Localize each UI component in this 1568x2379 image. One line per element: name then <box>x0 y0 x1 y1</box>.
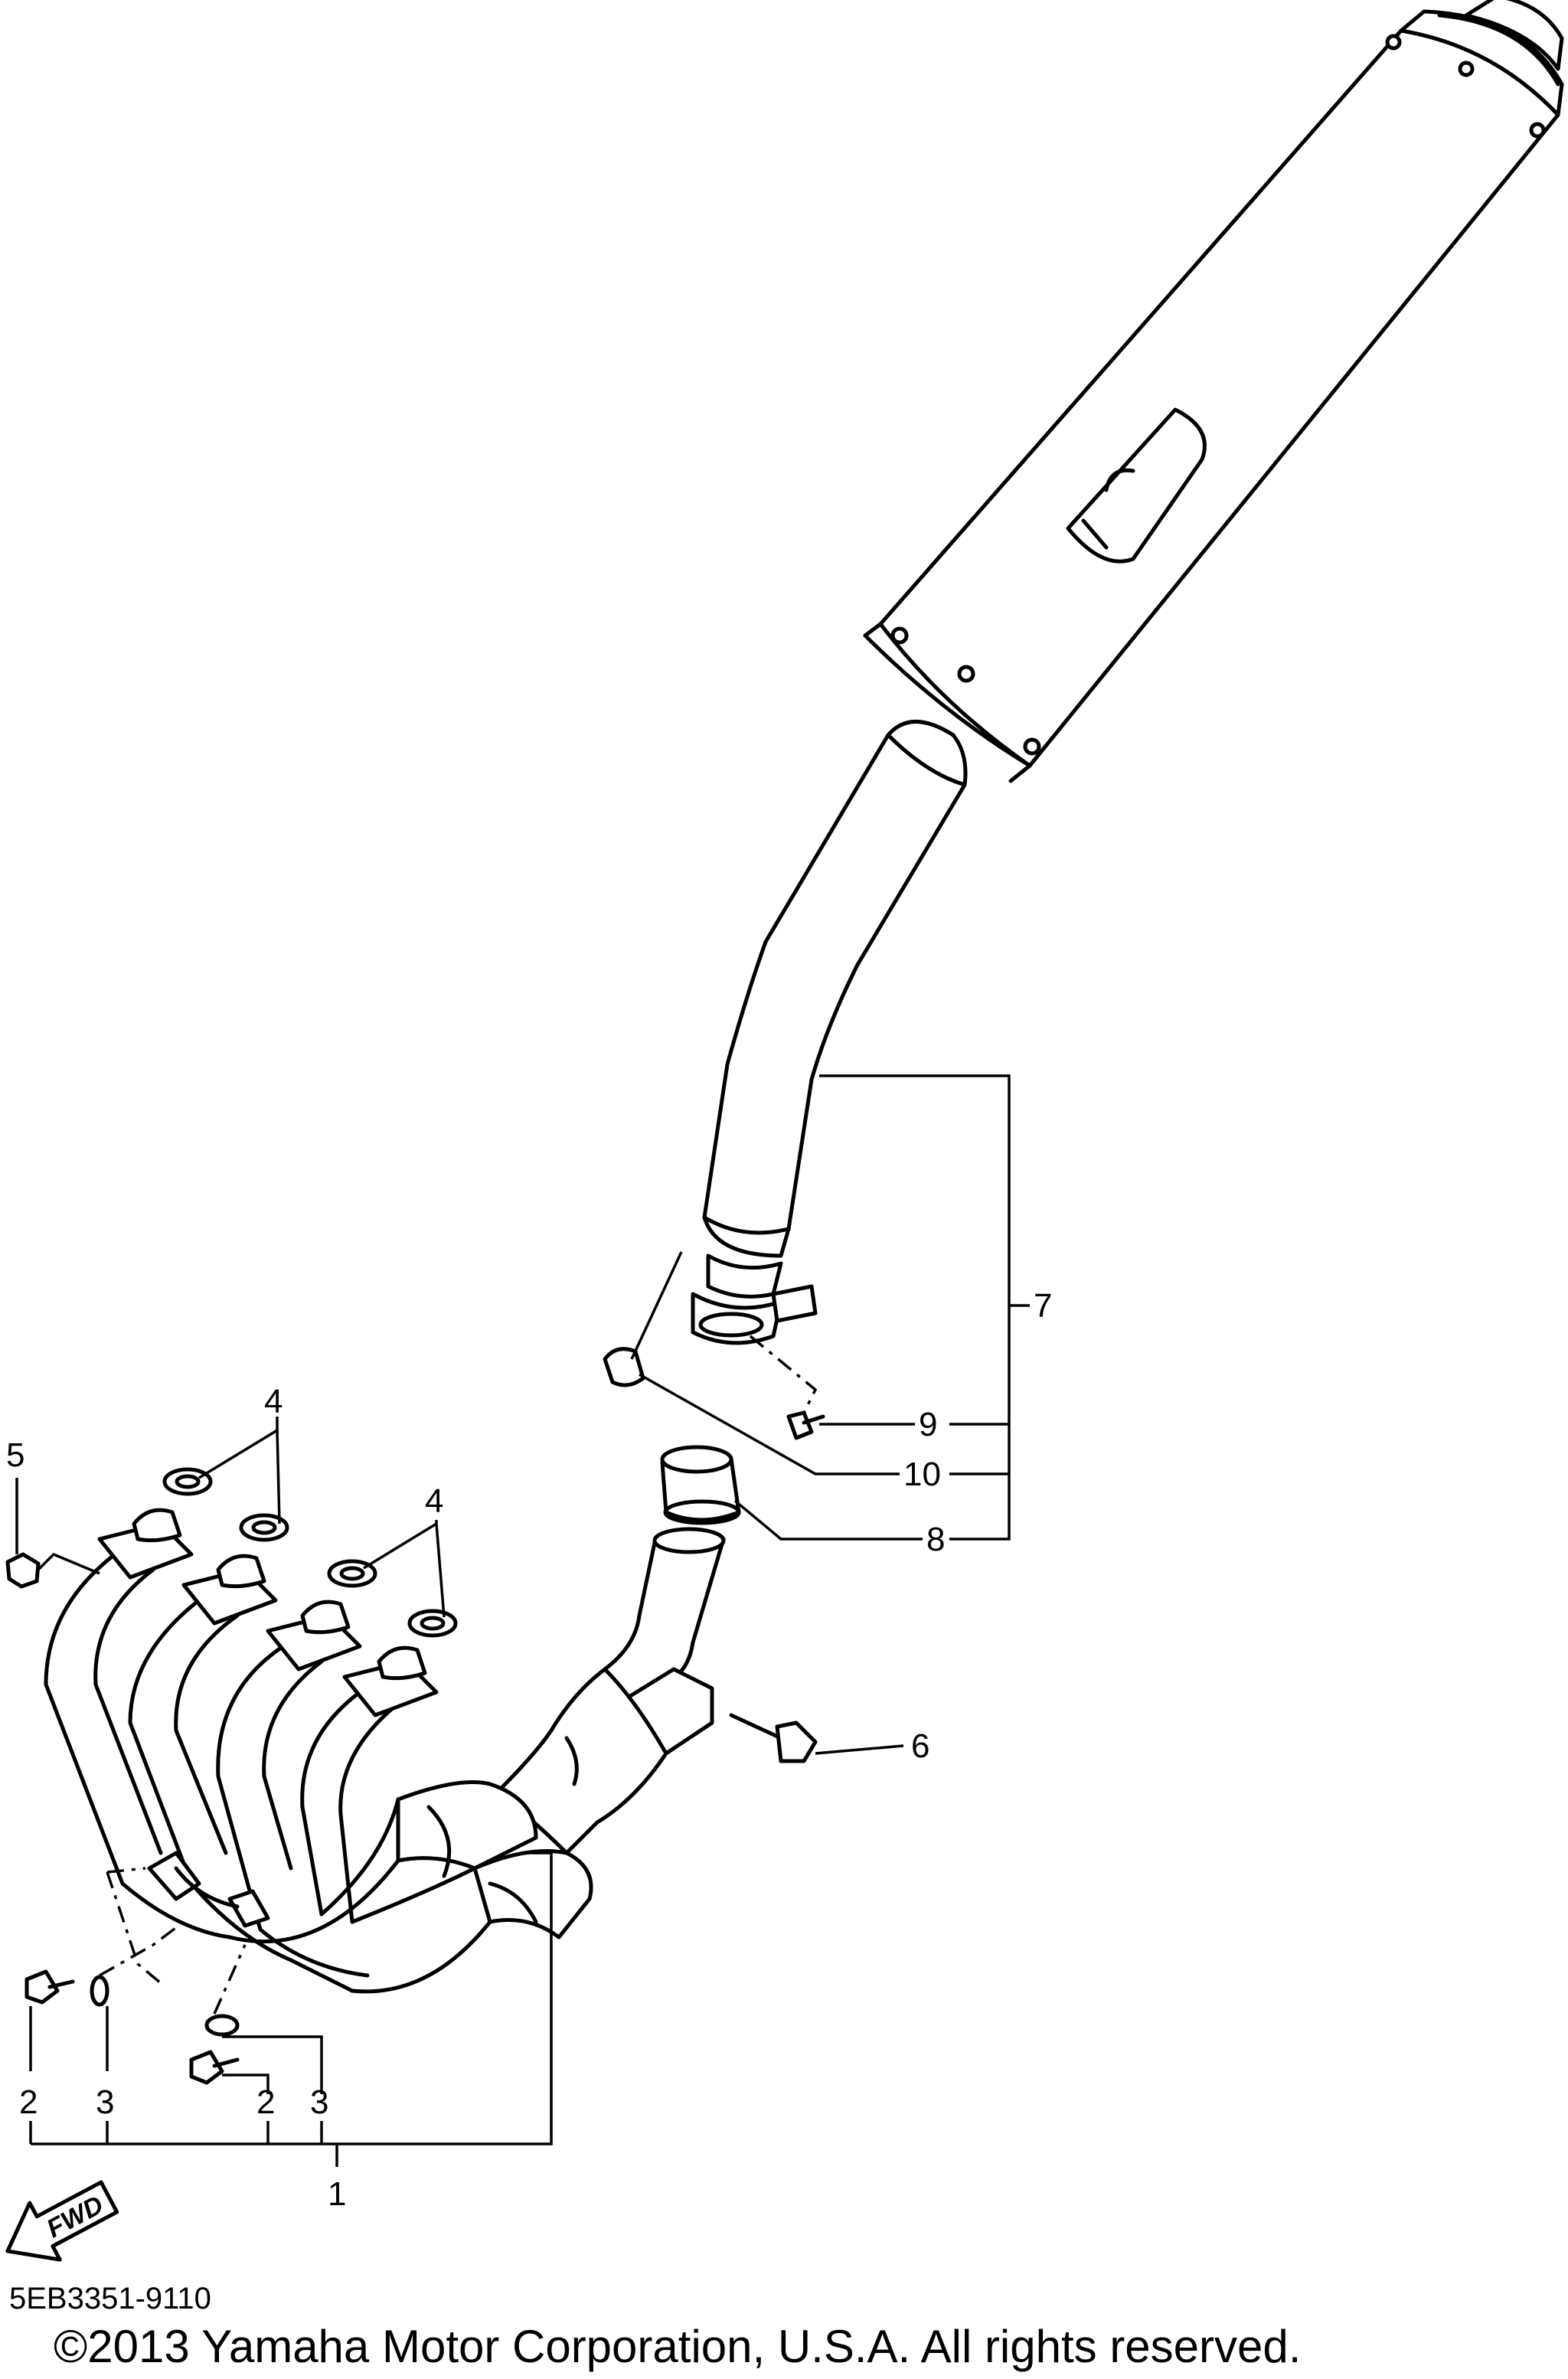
callout-5: 5 <box>6 1436 24 1474</box>
forward-direction-arrow: FWD <box>5 2180 119 2262</box>
gasket-part-8[interactable] <box>660 1445 741 1525</box>
callout-3-left: 3 <box>96 2083 114 2121</box>
muffler-assembly[interactable] <box>691 0 1564 1345</box>
callout-1: 1 <box>328 2175 346 2213</box>
bolt-part-2[interactable] <box>24 1969 240 2085</box>
callout-4-left: 4 <box>264 1383 283 1420</box>
callout-7: 7 <box>1034 1287 1052 1325</box>
callout-3-right: 3 <box>310 2083 328 2121</box>
bolt-part-6[interactable] <box>729 1713 818 1763</box>
callout-8: 8 <box>926 1521 945 1558</box>
callout-4-right: 4 <box>425 1482 443 1520</box>
exhaust-pipe-assembly[interactable] <box>44 1508 726 1994</box>
callout-6: 6 <box>911 1727 929 1765</box>
bolt-part-9[interactable] <box>786 1410 825 1440</box>
nut-part-5[interactable] <box>5 1552 41 1589</box>
callout-labels: 1 2 3 2 3 4 4 5 6 7 8 9 10 <box>6 1287 1052 2213</box>
callout-9: 9 <box>919 1406 937 1443</box>
damper-part-10[interactable] <box>603 1347 645 1387</box>
callout-10: 10 <box>903 1456 941 1493</box>
callout-2-left: 2 <box>19 2083 38 2121</box>
callout-2-right: 2 <box>256 2083 275 2121</box>
washer-part-3[interactable] <box>90 1975 240 2037</box>
copyright-notice: ©2013 Yamaha Motor Corporation, U.S.A. A… <box>54 2321 1302 2372</box>
leader-lines <box>15 1074 1030 2167</box>
diagram-reference-code: 5EB3351-9110 <box>9 2282 211 2315</box>
